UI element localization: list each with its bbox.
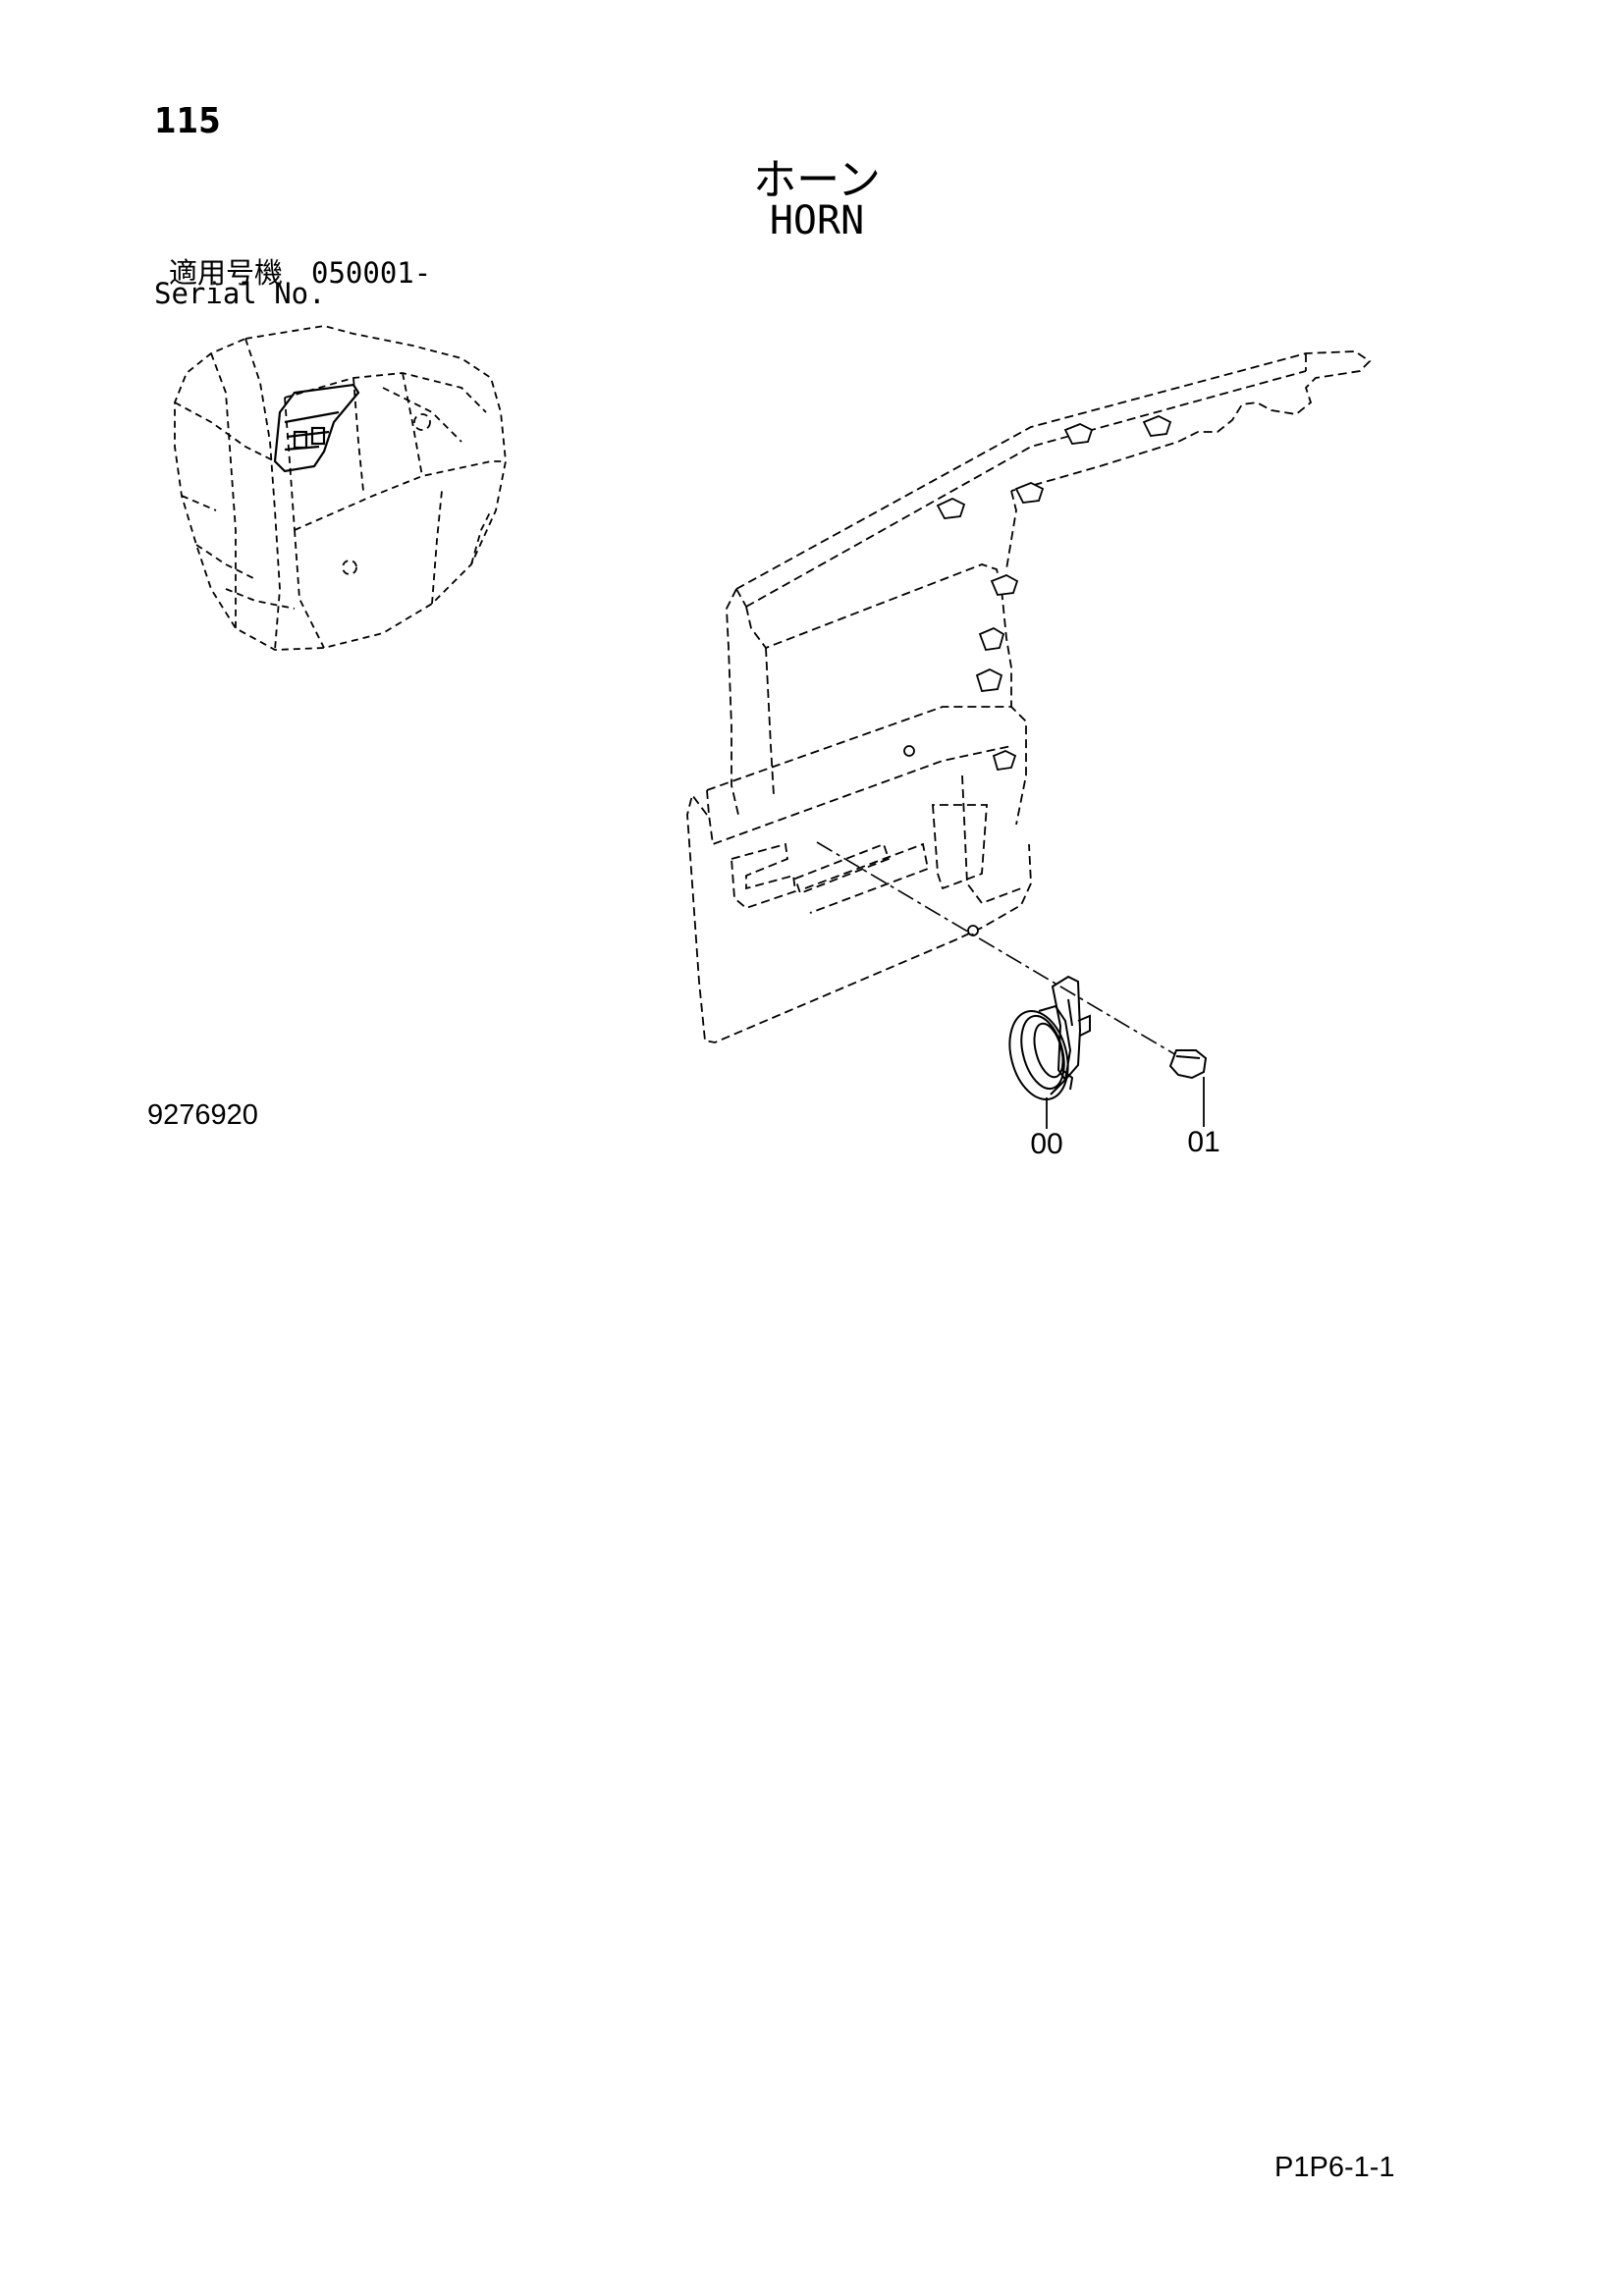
- serial-label-en: Serial No.: [154, 277, 326, 310]
- callout-label-01: 01: [1187, 1126, 1219, 1158]
- page-code: P1P6-1-1: [1274, 2152, 1395, 2183]
- callout-leaders: [1046, 1077, 1205, 1129]
- page-title-jp: ホーン: [753, 155, 881, 205]
- horn-part-00: [1008, 975, 1091, 1101]
- assembly-centerline: [816, 841, 1189, 1063]
- horn-bracket: [686, 350, 1372, 1043]
- callout-label-00: 00: [1030, 1128, 1062, 1160]
- serial-label-jp: 適用号機 050001-: [169, 256, 432, 290]
- drawing-number: 9276920: [147, 1099, 258, 1131]
- horn-location-highlight: [273, 383, 360, 473]
- machine-overview-sketch: [174, 325, 507, 651]
- page-number: 115: [154, 101, 221, 141]
- bracket-bolts: [903, 415, 1172, 936]
- bolt-part-01: [1168, 1049, 1208, 1080]
- page-title-en: HORN: [769, 198, 865, 243]
